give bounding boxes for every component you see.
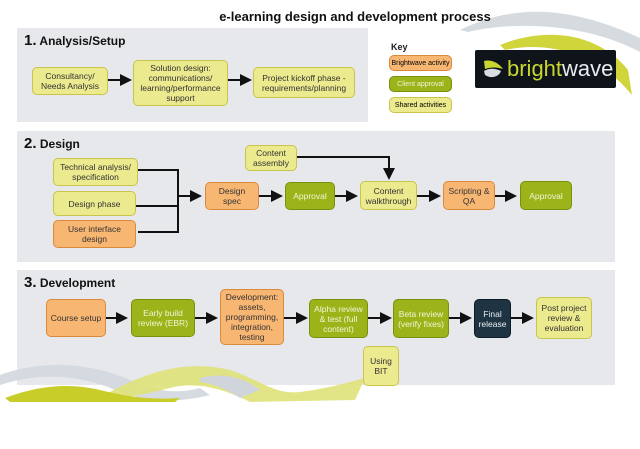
step-label: Design phase — [68, 198, 121, 209]
approval-step[interactable]: Beta review (verify fixes) — [393, 299, 449, 338]
step-label: Beta review (verify fixes) — [398, 308, 444, 329]
logo-wordmark: brightwave — [507, 56, 613, 82]
process-step[interactable]: Technical analysis/ specification — [53, 158, 138, 186]
process-step[interactable]: Post project review & evaluation — [536, 297, 592, 339]
process-step[interactable]: Content walkthrough — [360, 181, 417, 210]
approval-step[interactable]: Approval — [520, 181, 572, 210]
step-label: Project kickoff phase - requirements/pla… — [261, 72, 347, 93]
process-step[interactable]: Using BIT — [363, 346, 399, 386]
step-label: Approval — [529, 190, 563, 201]
step-label: Post project review & evaluation — [541, 303, 587, 333]
section-name: Analysis/Setup — [39, 34, 126, 48]
process-step[interactable]: Consultancy/ Needs Analysis — [32, 67, 108, 95]
process-step[interactable]: Project kickoff phase - requirements/pla… — [253, 67, 355, 98]
approval-step[interactable]: Approval — [285, 182, 335, 210]
section-title: 3. Development — [24, 274, 115, 291]
section-title: 1. Analysis/Setup — [24, 32, 125, 49]
key-item-label: Shared activities — [394, 101, 447, 109]
key-title: Key — [391, 42, 408, 52]
step-label: Solution design: communications/ learnin… — [140, 63, 221, 103]
process-step[interactable]: Content assembly — [245, 145, 297, 171]
step-label: Design spec — [218, 186, 246, 206]
step-label: Technical analysis/ specification — [60, 162, 131, 182]
final-release-step[interactable]: Final release — [474, 299, 511, 338]
approval-step[interactable]: Alpha review & test (full content) — [309, 299, 368, 338]
section-number: 1. — [24, 32, 37, 49]
key-item-shared: Shared activities — [389, 97, 452, 113]
step-label: Early build review (EBR) — [137, 308, 189, 328]
wave-leaf-icon — [484, 60, 503, 78]
process-step[interactable]: Design phase — [53, 191, 136, 216]
step-label: Development: assets, programming, integr… — [225, 292, 279, 342]
step-label: Consultancy/ Needs Analysis — [40, 71, 100, 91]
process-step[interactable]: Scripting & QA — [443, 181, 495, 210]
process-step[interactable]: Design spec — [205, 182, 259, 210]
step-label: Alpha review & test (full content) — [314, 303, 363, 334]
step-label: User interface design — [68, 224, 121, 244]
section-title: 2. Design — [24, 135, 80, 152]
step-label: Scripting & QA — [448, 185, 490, 206]
logo-part-bright: bright — [507, 56, 563, 81]
wave-top-yellow — [500, 34, 632, 95]
step-label: Content walkthrough — [365, 185, 412, 206]
step-label: Approval — [293, 191, 327, 201]
step-label: Final release — [478, 308, 507, 329]
page-title: e-learning design and development proces… — [219, 9, 491, 24]
key-item-brightwave: Brightwave activity — [389, 55, 452, 71]
logo-part-wave: wave — [562, 56, 614, 81]
section-number: 2. — [24, 135, 37, 152]
key-item-client: Client approval — [389, 76, 452, 92]
process-step[interactable]: Solution design: communications/ learnin… — [133, 60, 228, 106]
wave-top-grey — [460, 11, 640, 53]
section-name: Design — [39, 137, 80, 151]
step-label: Using BIT — [370, 356, 392, 376]
approval-step[interactable]: Early build review (EBR) — [131, 299, 195, 337]
process-step[interactable]: Course setup — [46, 299, 106, 337]
key-item-label: Client approval — [397, 80, 444, 88]
section-number: 3. — [24, 274, 37, 291]
process-step[interactable]: Development: assets, programming, integr… — [220, 289, 284, 345]
step-label: Content assembly — [253, 148, 289, 168]
key-item-label: Brightwave activity — [391, 59, 450, 67]
step-label: Course setup — [50, 313, 102, 323]
process-step[interactable]: User interface design — [53, 220, 136, 248]
brightwave-logo: brightwave — [475, 50, 616, 88]
section-name: Development — [39, 276, 116, 290]
